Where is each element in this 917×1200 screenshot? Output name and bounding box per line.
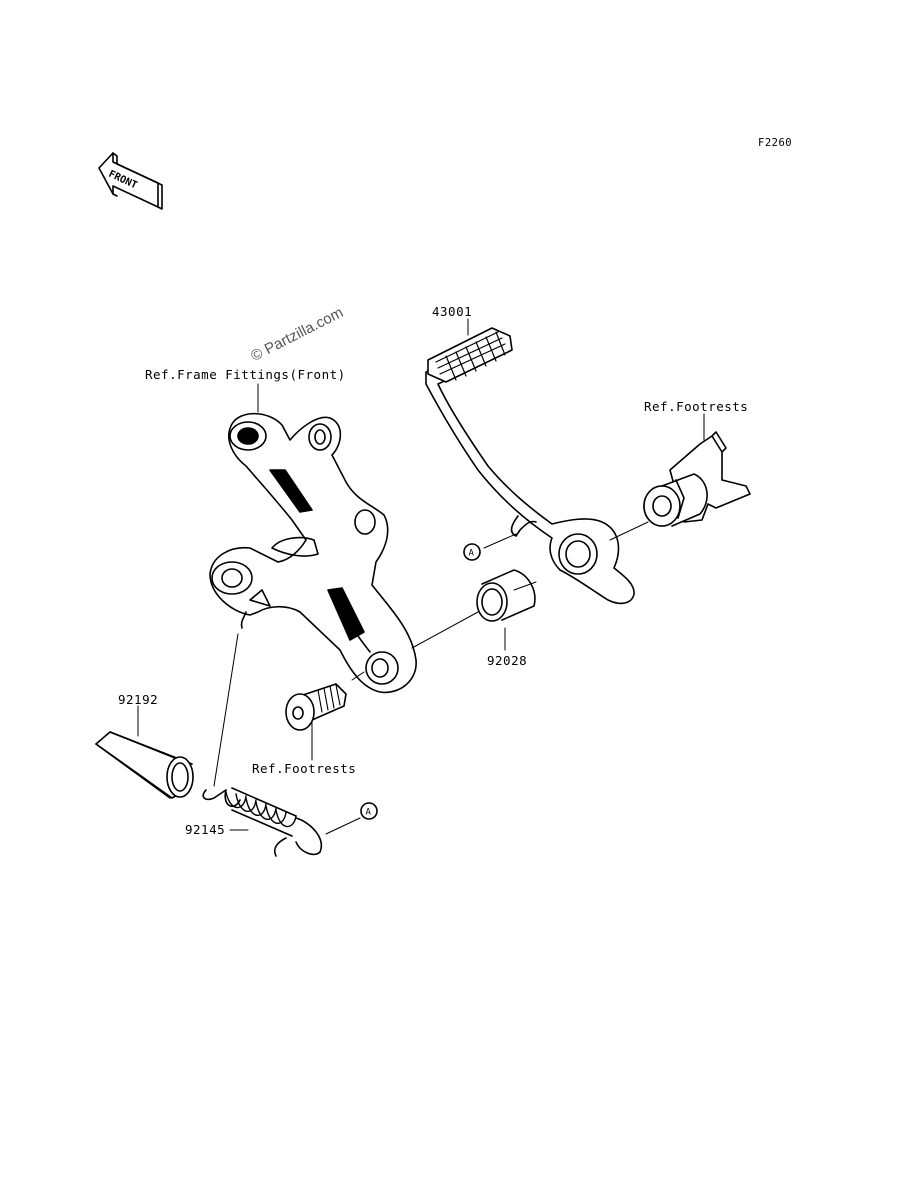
label-ref-footrests-lower: Ref.Footrests [252,761,357,776]
footrest-mount [643,431,751,527]
label-ref-frame-fittings: Ref.Frame Fittings(Front) [145,367,346,382]
label-ref-footrests-upper: Ref.Footrests [644,399,749,414]
collar-92028 [476,569,536,622]
marker-a-lower-label: A [366,808,372,818]
label-part-92192: 92192 [118,692,159,707]
figure-code: F2260 [758,137,793,149]
label-part-43001: 43001 [432,304,473,319]
footrest-bracket [209,412,417,694]
leader-lines [137,318,705,835]
pipe-92192 [95,731,194,799]
marker-a-upper-label: A [469,549,475,559]
spring-92145 [202,787,323,857]
brake-pedal-arm [425,327,635,605]
label-part-92028: 92028 [487,653,528,668]
front-arrow-icon: FRONT [98,152,163,210]
marker-a-upper [463,543,481,561]
bolt [285,683,347,731]
marker-a-lower [360,802,378,820]
label-part-92145: 92145 [185,822,226,837]
